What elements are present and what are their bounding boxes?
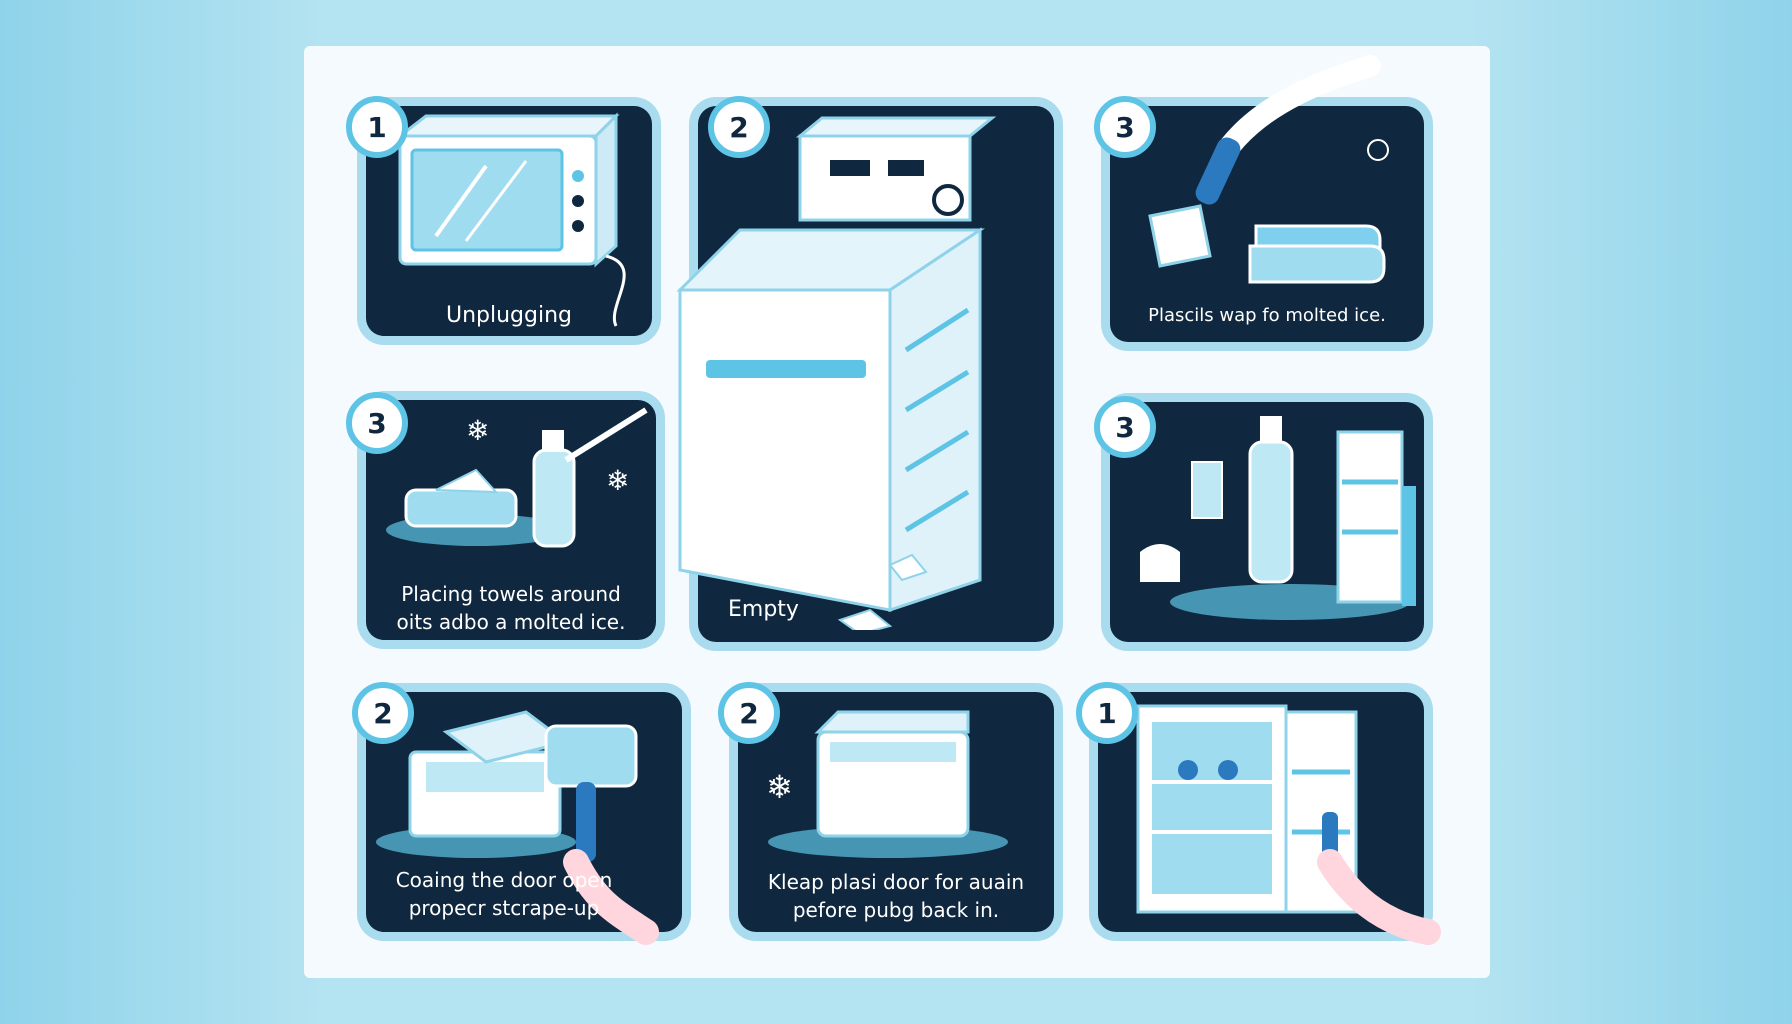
panel-door-open-scrape: Coaing the door open propecr stcrape-up — [366, 692, 682, 945]
step-badge-3-left: 3 — [346, 392, 408, 454]
towels-spray-illustration: ❄ ❄ — [386, 407, 648, 548]
spray-bottle-shelf-illustration — [1140, 416, 1416, 620]
scraper-towel-illustration — [1148, 55, 1389, 284]
step-badge-3-right: 3 — [1094, 396, 1156, 458]
open-fridge-hand-illustration — [1136, 704, 1441, 945]
panel-placing-towels: ❄ ❄ Placing towels around oits adbo a mo… — [366, 400, 656, 640]
panel-unplugging-caption: Unplugging — [445, 303, 573, 328]
svg-text:❄: ❄ — [606, 464, 629, 497]
panel-keep-door-open: ❄ Kleap plasi door for auain pefore pubg… — [738, 692, 1054, 932]
panel-door-caption-1: Coaing the door open — [395, 868, 613, 892]
panel-scraping-ice: Plascils wap fo molted ice. — [1110, 55, 1424, 342]
panel-door-caption-2: propecr stcrape-up — [408, 896, 600, 920]
svg-text:❄: ❄ — [766, 768, 793, 806]
step-badge-1-bottom-right: 1 — [1076, 682, 1138, 744]
panel-keep-caption-2: pefore pubg back in. — [792, 898, 1000, 922]
container-illustration: ❄ — [766, 710, 1008, 858]
step-badge-2-center: 2 — [708, 96, 770, 158]
panel-empty-caption: Empty — [728, 597, 799, 622]
panel-scraping-caption: Plascils wap fo molted ice. — [1148, 305, 1386, 326]
svg-text:❄: ❄ — [466, 414, 489, 447]
ice-tray-scraper-illustration — [376, 710, 659, 945]
open-fridge-illustration — [676, 116, 997, 630]
panel-towels-caption-2: oits adbo a molted ice. — [396, 610, 626, 634]
panel-unplugging: Unplugging — [366, 106, 652, 336]
panel-cleaning-spray — [1110, 402, 1424, 642]
panel-fridge-open — [1098, 692, 1441, 945]
panel-towels-caption-1: Placing towels around — [401, 582, 621, 606]
step-badge-1: 1 — [346, 96, 408, 158]
step-badge-3-top: 3 — [1094, 96, 1156, 158]
step-badge-2-bottom-left: 2 — [352, 682, 414, 744]
panel-keep-caption-1: Kleap plasi door for auain — [767, 870, 1025, 894]
step-badge-2-bottom-center: 2 — [718, 682, 780, 744]
microwave-illustration — [395, 112, 626, 327]
